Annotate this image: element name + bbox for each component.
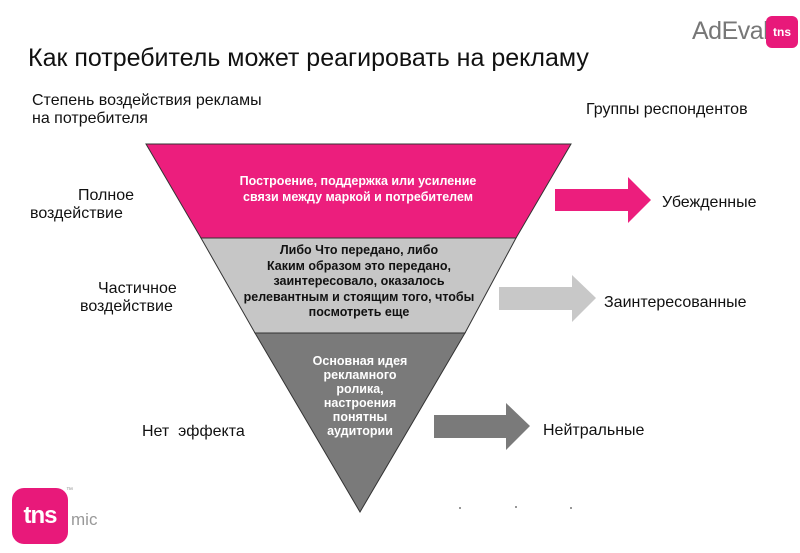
dot <box>515 506 517 508</box>
segment-line: Построение, поддержка или усиление <box>239 174 477 188</box>
tns-logo-bottom: tns <box>12 488 68 544</box>
funnel-segment-no-effect <box>254 332 466 513</box>
tns-logo-top: tns <box>766 16 798 48</box>
level-label-none: Нет эффекта <box>142 423 245 440</box>
left-column-header: Степень воздействия рекламы на потребите… <box>32 92 262 128</box>
group-label-interested: Заинтересованные <box>604 294 747 311</box>
group-label-convinced: Убежденные <box>662 194 757 211</box>
dot <box>570 507 572 509</box>
segment-text-full: Построение, поддержка или усиление связи… <box>196 174 520 205</box>
left-header-line-2: на потребителя <box>32 110 148 127</box>
segment-line: понятны <box>332 410 388 424</box>
arrow-to-neutral <box>434 403 530 450</box>
level-label-line: воздействие <box>30 205 123 222</box>
arrow-to-convinced <box>555 177 651 223</box>
segment-line: Основная идея <box>312 354 408 368</box>
page-title: Как потребитель может реагировать на рек… <box>28 44 589 72</box>
segment-line: Либо Что передано, либо <box>279 243 439 257</box>
segment-line: заинтересовало, оказалось <box>273 274 445 288</box>
segment-line: ролика, <box>336 382 384 396</box>
segment-line: аудитории <box>327 424 393 438</box>
right-column-header: Группы респондентов <box>586 101 748 118</box>
mic-logo-text: mic <box>71 510 98 529</box>
segment-line: рекламного <box>323 368 397 382</box>
level-label-partial: Частичное воздействие <box>80 280 192 316</box>
segment-line: Каким образом это передано, <box>266 258 452 273</box>
level-label-line: Частичное <box>98 280 177 297</box>
left-header-line-1: Степень воздействия рекламы <box>32 92 262 109</box>
adeval-logo: AdEval <box>692 17 769 45</box>
segment-line: настроения <box>323 396 397 410</box>
segment-text-none: Основная идея рекламного ролика, настрое… <box>290 354 430 438</box>
dot <box>459 507 461 509</box>
level-label-line: воздействие <box>80 298 173 315</box>
trademark-mark: ™ <box>66 487 73 494</box>
arrow-to-interested <box>499 275 596 322</box>
segment-text-partial: Либо Что передано, либо Каким образом эт… <box>196 243 522 321</box>
level-label-line: Полное <box>78 187 135 204</box>
segment-line: посмотреть еще <box>308 305 410 319</box>
segment-line: релевантным и стоящим того, чтобы <box>243 289 475 304</box>
group-label-neutral: Нейтральные <box>543 422 645 439</box>
segment-line: связи между маркой и потребителем <box>243 189 473 204</box>
level-label-full: Полное воздействие <box>30 187 145 223</box>
